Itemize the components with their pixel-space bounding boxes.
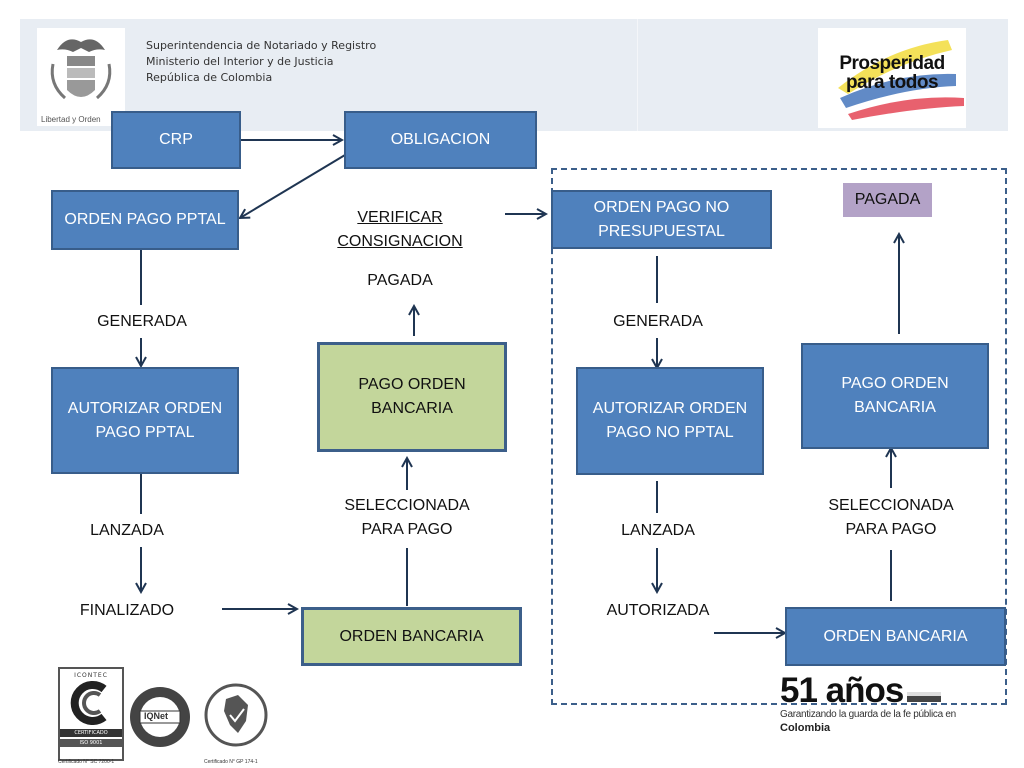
orden-pago-pptal-box[interactable]: ORDEN PAGO PPTAL	[51, 190, 239, 250]
icontec-standard: ISO 9001	[60, 739, 122, 747]
iqnet-text: IQNet	[144, 711, 169, 721]
crest-caption: Libertad y Orden	[41, 115, 101, 124]
orden-pago-pptal-label: ORDEN PAGO PPTAL	[64, 211, 226, 228]
autorizar-no-pptal-line-2: PAGO NO PPTAL	[606, 424, 734, 441]
anniversary-text: 51 años	[780, 671, 904, 710]
verificar-line-2: CONSIGNACION	[337, 233, 463, 250]
iqnet-logo-icon	[130, 687, 190, 747]
slogan-line-2: para todos	[845, 72, 939, 93]
pago-blue-line-2: BANCARIA	[854, 399, 936, 416]
crp-label: CRP	[159, 131, 193, 148]
org-line-3: República de Colombia	[146, 71, 273, 84]
pago-orden-bancaria-green-box[interactable]: PAGO ORDEN BANCARIA	[317, 342, 507, 452]
status-finalizado: FINALIZADO	[79, 602, 175, 619]
arrow-obligacion-to-orden-pago-pptal	[240, 154, 346, 218]
crp-box[interactable]: CRP	[111, 111, 241, 169]
status-lanzada-left: LANZADA	[90, 522, 164, 539]
anniversary-bar-icon	[907, 692, 942, 702]
pagada-right-label: PAGADA	[854, 191, 921, 208]
header-divider	[637, 19, 638, 131]
organization-lines: Superintendencia de Notariado y Registro…	[146, 38, 376, 86]
pago-blue-line-1: PAGO ORDEN	[841, 375, 949, 392]
icontec-label: CERTIFICADO	[60, 729, 122, 737]
anniversary-heading: 51 años	[780, 671, 956, 710]
seleccionada-mid-line-1: SELECCIONADA	[344, 497, 470, 514]
orden-bancaria-blue-label: ORDEN BANCARIA	[823, 627, 968, 645]
pago-green-line-2: BANCARIA	[371, 400, 453, 417]
verificar-line-1: VERIFICAR	[357, 209, 443, 226]
pago-orden-bancaria-blue-box[interactable]: PAGO ORDEN BANCARIA	[801, 343, 989, 449]
seleccionada-right-line-1: SELECCIONADA	[828, 497, 954, 514]
cert-caption-left: Certificado N° SC 7200-1	[58, 759, 115, 765]
no-pptal-line-2: PRESUPUESTAL	[598, 222, 725, 240]
icontec-logo: ICONTEC CERTIFICADO ISO 9001	[58, 667, 124, 761]
coat-of-arms-icon	[50, 39, 112, 100]
non-budget-flow-group	[551, 168, 1007, 705]
autorizar-orden-pago-pptal-box[interactable]: AUTORIZAR ORDEN PAGO PPTAL	[51, 367, 239, 474]
flag-swoosh-icon	[838, 40, 964, 120]
no-pptal-line-1: ORDEN PAGO NO	[593, 198, 730, 216]
obligacion-label: OBLIGACION	[390, 131, 491, 148]
org-line-1: Superintendencia de Notariado y Registro	[146, 39, 377, 52]
seleccionada-mid-line-2: PARA PAGO	[361, 521, 453, 538]
autorizar-pptal-line-2: PAGO PPTAL	[95, 423, 195, 441]
colombia-seal-icon	[204, 683, 268, 747]
verificar-consignacion-link[interactable]: VERIFICAR CONSIGNACION	[335, 206, 465, 254]
orden-pago-no-presupuestal-box[interactable]: ORDEN PAGO NO PRESUPUESTAL	[551, 190, 772, 249]
slogan-line-1: Prosperidad	[839, 53, 945, 74]
certification-logos: ICONTEC CERTIFICADO ISO 9001 Certificado…	[32, 663, 268, 766]
autorizar-pptal-line-1: AUTORIZAR ORDEN	[67, 399, 223, 417]
pago-green-line-1: PAGO ORDEN	[358, 376, 466, 393]
coat-of-arms-logo: Libertad y Orden	[37, 28, 125, 126]
org-line-2: Ministerio del Interior y de Justicia	[146, 55, 334, 68]
icontec-c-icon	[70, 681, 107, 725]
status-pagada-mid: PAGADA	[367, 272, 433, 289]
autorizar-no-pptal-line-1: AUTORIZAR ORDEN	[592, 400, 748, 417]
obligacion-box[interactable]: OBLIGACION	[344, 111, 537, 169]
orden-bancaria-green-box[interactable]: ORDEN BANCARIA	[301, 607, 522, 666]
status-seleccionada-mid: SELECCIONADA PARA PAGO	[337, 494, 477, 542]
status-lanzada-right: LANZADA	[621, 522, 695, 539]
seleccionada-right-line-2: PARA PAGO	[845, 521, 937, 538]
status-generada-right: GENERADA	[613, 313, 703, 330]
anniversary-tagline: Garantizando la guarda de la fe pública …	[780, 709, 956, 720]
icontec-top-text: ICONTEC	[74, 672, 108, 679]
anniversary-country: Colombia	[780, 722, 831, 734]
status-autorizada: AUTORIZADA	[606, 602, 710, 619]
autorizar-orden-pago-no-pptal-box[interactable]: AUTORIZAR ORDEN PAGO NO PPTAL	[576, 367, 764, 475]
cert-caption-right: Certificado N° GP 174-1	[204, 759, 258, 765]
orden-bancaria-blue-box[interactable]: ORDEN BANCARIA	[785, 607, 1006, 666]
prosperidad-logo: Prosperidad para todos	[818, 28, 966, 128]
status-generada-left: GENERADA	[97, 313, 187, 330]
status-seleccionada-right: SELECCIONADA PARA PAGO	[821, 494, 961, 542]
orden-bancaria-green-label: ORDEN BANCARIA	[339, 627, 484, 645]
anniversary-logo: 51 años Garantizando la guarda de la fe …	[780, 671, 956, 735]
pagada-status-box: PAGADA	[843, 183, 932, 217]
prosperidad-text: Prosperidad para todos	[818, 54, 966, 92]
